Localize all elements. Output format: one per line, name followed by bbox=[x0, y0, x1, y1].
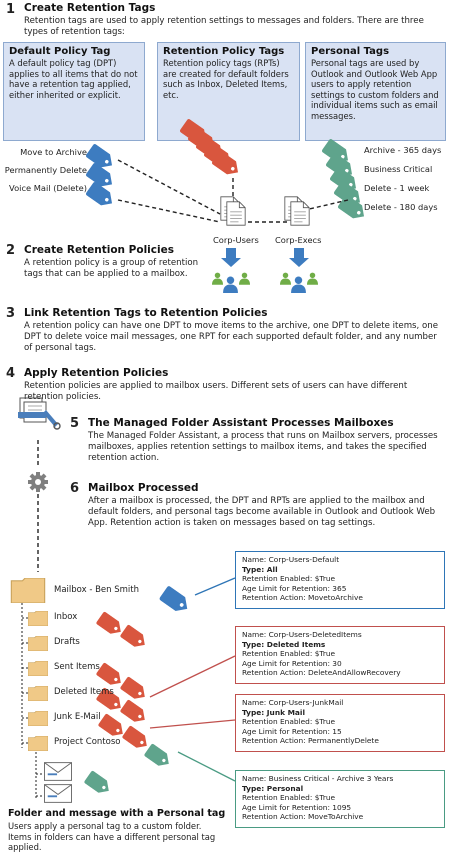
tag-action: Retention Action: DeleteAndAllowRecovery bbox=[242, 668, 401, 678]
tag-name: Name: Corp-Users-DeletedItems bbox=[242, 630, 362, 639]
tag-type: Type: Personal bbox=[242, 783, 304, 793]
tag-age: Age Limit for Retention: 365 bbox=[242, 583, 347, 593]
box-title: Retention Policy Tags bbox=[163, 46, 285, 57]
folder-icons bbox=[10, 578, 48, 751]
user-group-icons bbox=[212, 272, 318, 293]
step-2-text: A retention policy is a group of retenti… bbox=[24, 258, 199, 279]
step-4-title: Apply Retention Policies bbox=[24, 367, 169, 379]
folder-label-inbox: Inbox bbox=[54, 612, 78, 622]
step-5-number: 5 bbox=[70, 416, 80, 431]
policy-label-corp-execs: Corp-Execs bbox=[275, 235, 322, 245]
managed-folder-assistant-icon bbox=[18, 397, 61, 430]
tag-action: Retention Action: MoveToArchive bbox=[242, 812, 364, 822]
policy-doc-icons bbox=[220, 196, 310, 226]
box-title: Default Policy Tag bbox=[9, 46, 111, 57]
rpt-tag-icons bbox=[179, 118, 243, 179]
tag-age: Age Limit for Retention: 30 bbox=[242, 658, 342, 668]
tag-type: Type: Deleted Items bbox=[242, 639, 326, 649]
tag-enabled: Retention Enabled: $True bbox=[242, 649, 336, 659]
tag-info-box-corp-users-deleteditems: Name: Corp-Users-DeletedItems Type: Dele… bbox=[235, 626, 445, 684]
tag-type: Type: All bbox=[242, 564, 278, 574]
policy-label-corp-users: Corp-Users bbox=[213, 235, 259, 245]
step-6-title: Mailbox Processed bbox=[88, 482, 199, 494]
tag-info-box-business-critical: Name: Business Critical - Archive 3 Year… bbox=[235, 770, 445, 828]
tag-enabled: Retention Enabled: $True bbox=[242, 717, 336, 727]
dpt-label: Permanently Delete bbox=[4, 165, 87, 175]
box-body: Personal tags are used by Outlook and Ou… bbox=[311, 58, 439, 121]
tag-enabled: Retention Enabled: $True bbox=[242, 574, 336, 584]
default-policy-tag-box: Default Policy Tag A default policy tag … bbox=[3, 42, 145, 141]
tag-age: Age Limit for Retention: 1095 bbox=[242, 802, 352, 812]
step-3-text: A retention policy can have one DPT to m… bbox=[24, 321, 438, 353]
box-title: Personal Tags bbox=[311, 46, 390, 57]
personal-caption-text: Users apply a personal tag to a custom f… bbox=[8, 821, 216, 852]
step-4-number: 4 bbox=[6, 366, 16, 381]
box-body: A default policy tag (DPT) applies to al… bbox=[9, 58, 138, 100]
folder-label-project-contoso: Project Contoso bbox=[54, 737, 121, 747]
step-1-title: Create Retention Tags bbox=[24, 2, 156, 14]
folder-label-deleted-items: Deleted Items bbox=[54, 687, 114, 697]
mailbox-root-label: Mailbox - Ben Smith bbox=[54, 585, 140, 595]
personal-label: Archive - 365 days bbox=[364, 145, 442, 155]
step-2-number: 2 bbox=[6, 243, 16, 258]
retention-policy-tags-box: Retention Policy Tags Retention policy t… bbox=[157, 42, 300, 141]
step-1-number: 1 bbox=[6, 2, 16, 17]
dpt-label: Voice Mail (Delete) bbox=[9, 183, 87, 193]
personal-label: Business Critical bbox=[364, 164, 433, 174]
step-6-text: After a mailbox is processed, the DPT an… bbox=[88, 496, 436, 528]
tag-info-box-corp-users-default: Name: Corp-Users-Default Type: All Reten… bbox=[235, 551, 445, 609]
personal-tag-icons bbox=[321, 138, 369, 223]
step-5-title: The Managed Folder Assistant Processes M… bbox=[88, 417, 394, 429]
tag-action: Retention Action: PermanentlyDelete bbox=[242, 736, 379, 746]
step-3-title: Link Retention Tags to Retention Policie… bbox=[24, 307, 268, 319]
step-3-number: 3 bbox=[6, 306, 16, 321]
folder-label-junk-email: Junk E-Mail bbox=[54, 712, 101, 722]
tag-name: Name: Corp-Users-Default bbox=[242, 555, 340, 564]
dpt-label: Move to Archive bbox=[20, 147, 87, 157]
personal-label: Delete - 1 week bbox=[364, 183, 430, 193]
mailbox-tree bbox=[21, 603, 44, 798]
tag-age: Age Limit for Retention: 15 bbox=[242, 726, 342, 736]
message-icons bbox=[44, 762, 72, 803]
personal-caption-title: Folder and message with a Personal tag bbox=[8, 808, 226, 819]
step-1-text: Retention tags are used to apply retenti… bbox=[24, 16, 424, 37]
folder-label-drafts: Drafts bbox=[54, 637, 80, 647]
tag-type: Type: Junk Mail bbox=[242, 707, 305, 717]
step-6-number: 6 bbox=[70, 481, 80, 496]
box-body: Retention policy tags (RPTs) are created… bbox=[163, 58, 289, 100]
tag-action: Retention Action: MovetoArchive bbox=[242, 593, 363, 603]
tag-info-box-corp-users-junkmail: Name: Corp-Users-JunkMail Type: Junk Mai… bbox=[235, 694, 445, 752]
dpt-tag-icons bbox=[85, 143, 117, 210]
tag-name: Name: Corp-Users-JunkMail bbox=[242, 698, 344, 707]
gear-icon bbox=[28, 472, 48, 492]
step-4-text: Retention policies are applied to mailbo… bbox=[24, 381, 408, 402]
tag-name: Name: Business Critical - Archive 3 Year… bbox=[242, 774, 394, 783]
tag-enabled: Retention Enabled: $True bbox=[242, 793, 336, 803]
personal-label: Delete - 180 days bbox=[364, 202, 438, 212]
personal-tags-box: Personal Tags Personal tags are used by … bbox=[305, 42, 446, 141]
step-2-title: Create Retention Policies bbox=[24, 244, 174, 256]
folder-label-sent-items: Sent Items bbox=[54, 662, 100, 672]
step-5-text: The Managed Folder Assistant, a process … bbox=[88, 431, 438, 463]
